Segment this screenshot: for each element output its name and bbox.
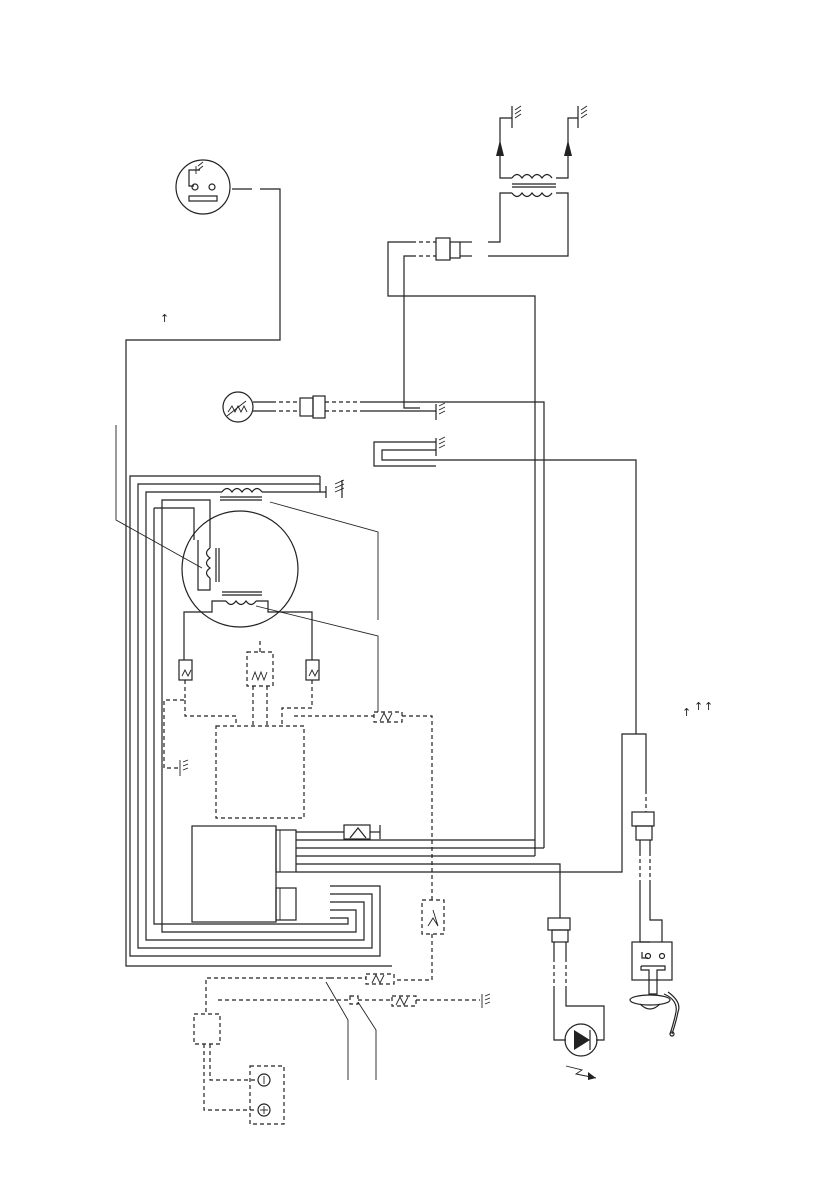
label-arrow-right-a: ↑ xyxy=(682,706,691,719)
flame-sensor xyxy=(630,790,679,1036)
motor xyxy=(116,425,378,940)
label-arrow-top-left: ↑ xyxy=(160,312,169,325)
small-ground-left xyxy=(180,760,188,776)
pump xyxy=(548,918,604,1080)
optional-module xyxy=(216,726,304,818)
fuse-right xyxy=(282,660,319,726)
ground-stubs xyxy=(374,403,636,734)
fuse-middle xyxy=(247,640,273,726)
label-arrow-right-b: ↑ xyxy=(694,700,703,713)
ground-socket xyxy=(126,160,392,966)
connector-top xyxy=(388,238,535,856)
fuse-left xyxy=(164,660,236,768)
power-supply xyxy=(194,974,490,1124)
control-board xyxy=(192,825,380,922)
transformer-top xyxy=(488,106,587,256)
label-arrow-right-c: ↑ xyxy=(704,700,713,713)
